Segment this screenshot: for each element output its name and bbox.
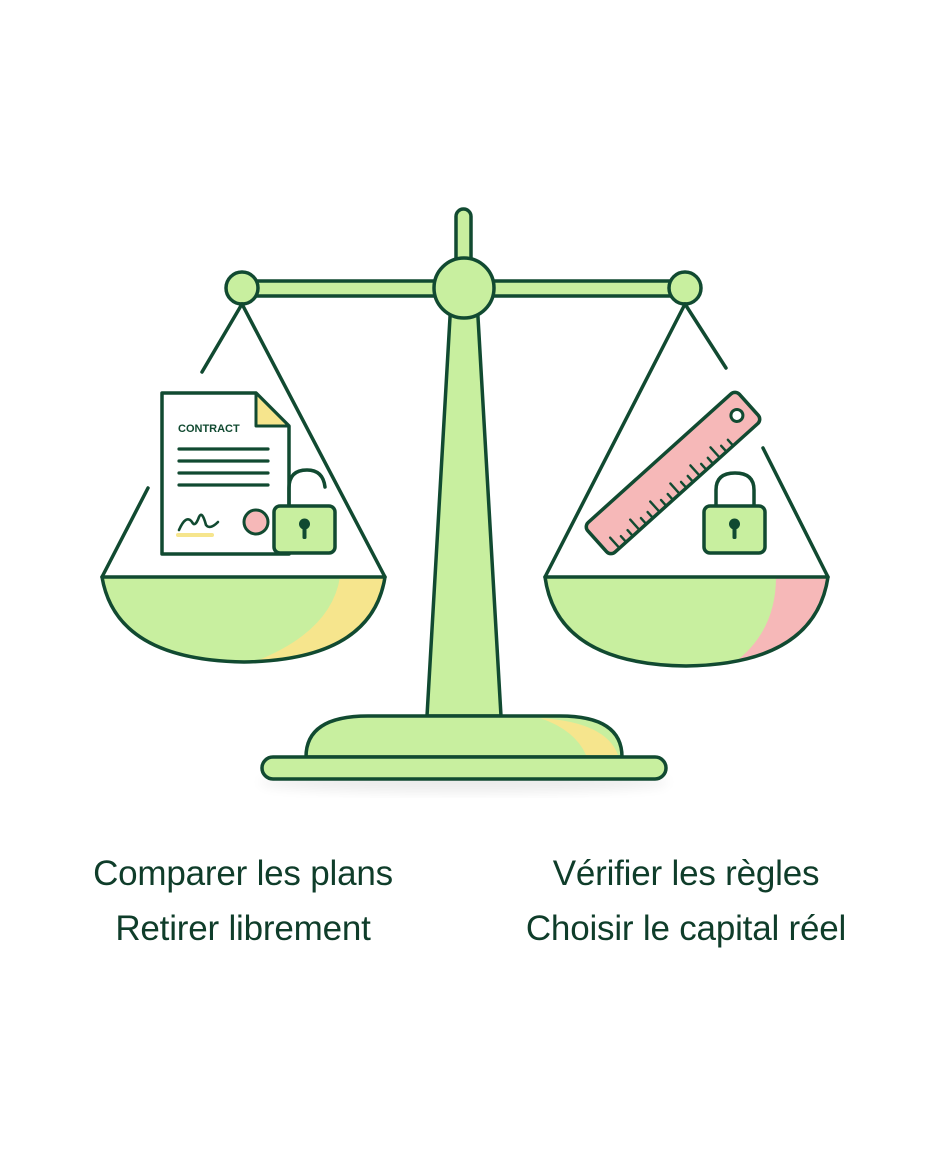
- right-pan: [543, 302, 830, 668]
- right-pan-string-right-lower: [761, 446, 830, 579]
- document-seal: [242, 508, 270, 536]
- ruler-ticks: [608, 438, 735, 550]
- locked-padlock-icon: [702, 471, 767, 555]
- left-pan: CONTRACT: [100, 302, 387, 664]
- left-caption: Comparer les plans Retirer librement: [33, 846, 453, 956]
- pedestal-highlight: [540, 718, 618, 755]
- beam-left-knob: [224, 270, 260, 306]
- left-caption-line-2: Retirer librement: [115, 909, 371, 948]
- right-caption-line-1: Vérifier les règles: [552, 854, 820, 893]
- right-pan-string-right: [683, 302, 728, 370]
- right-caption-line-2: Choisir le capital réel: [525, 909, 847, 948]
- contract-label: CONTRACT: [178, 423, 240, 435]
- stand-base-plate: [260, 755, 668, 781]
- right-pan-string-left: [543, 302, 687, 579]
- unlocked-padlock-icon: [272, 468, 337, 555]
- left-pan-string-right: [240, 302, 387, 579]
- scale-stand: [260, 207, 668, 781]
- ruler-icon: [584, 390, 762, 556]
- right-caption: Vérifier les règles Choisir le capital r…: [476, 846, 896, 956]
- padlock-shackle-closed: [714, 471, 756, 509]
- left-caption-line-1: Comparer les plans: [93, 854, 393, 893]
- padlock-shackle-open: [287, 468, 327, 509]
- document-text-lines: [177, 447, 270, 487]
- left-pan-string-left: [200, 302, 244, 374]
- ruler-hole: [729, 407, 745, 423]
- scale-beam: [224, 256, 703, 320]
- left-pan-string-left-lower: [100, 486, 150, 579]
- stand-pedestal: [304, 714, 624, 759]
- beam-right-knob: [667, 270, 703, 306]
- document-fold: [254, 391, 291, 428]
- contract-document-icon: CONTRACT: [160, 391, 291, 556]
- beam-pivot: [432, 256, 496, 320]
- signature-scribble: [177, 513, 220, 532]
- stand-pillar: [425, 298, 503, 718]
